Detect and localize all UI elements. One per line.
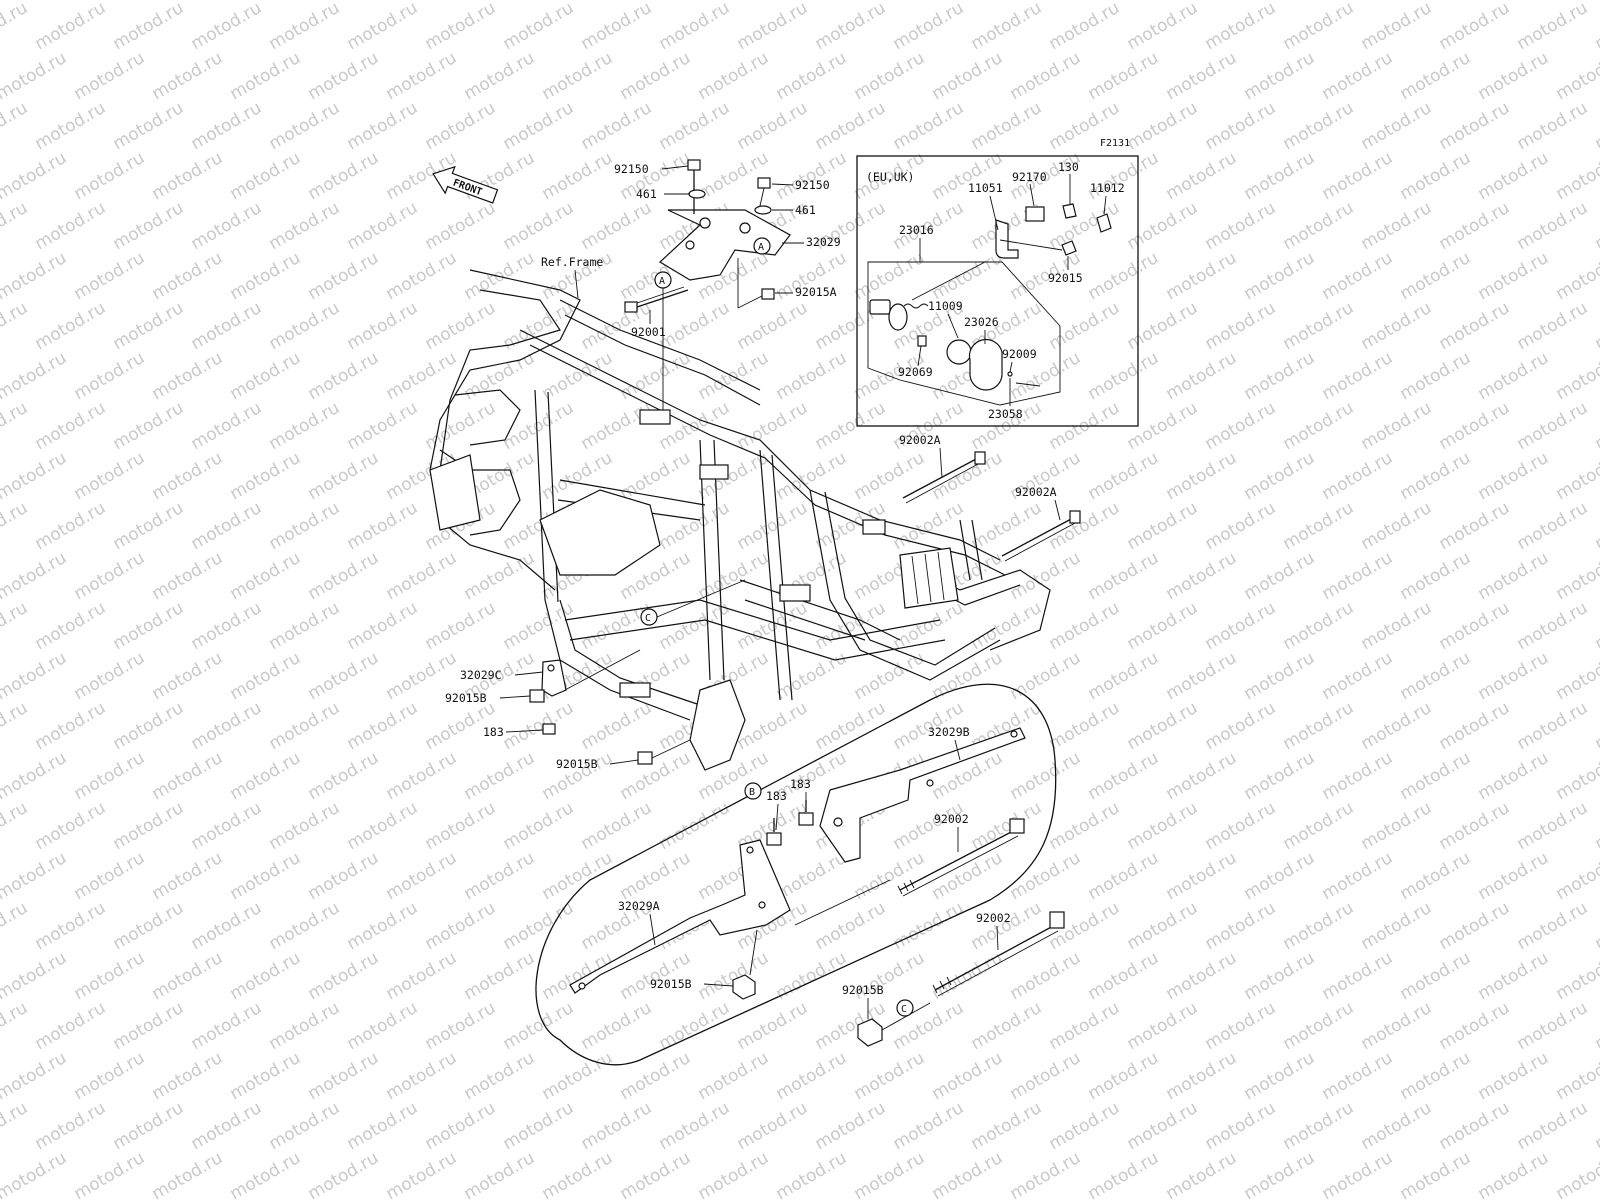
part-label-32029: 32029 bbox=[806, 235, 841, 249]
part-label-92002A-lower: 92002A bbox=[1015, 485, 1057, 499]
inset-label: (EU,UK) bbox=[866, 170, 914, 184]
lamp-assembly bbox=[869, 203, 1112, 391]
part-label-92150-top: 92150 bbox=[614, 162, 649, 176]
bolt-92002A-lower bbox=[1001, 510, 1081, 562]
part-label-23026: 23026 bbox=[964, 315, 999, 329]
part-label-32029A: 32029A bbox=[618, 899, 660, 913]
bracket-32029C bbox=[529, 649, 691, 765]
figure-code: F2131 bbox=[1100, 138, 1130, 149]
part-label-11012: 11012 bbox=[1090, 181, 1125, 195]
ref-circle-c-detail: C bbox=[896, 999, 914, 1017]
svg-text:B: B bbox=[749, 787, 755, 798]
top-bracket-group bbox=[624, 159, 791, 313]
part-label-11009: 11009 bbox=[928, 299, 963, 313]
ref-circle-b-detail: B bbox=[744, 782, 762, 800]
part-label-11051: 11051 bbox=[968, 181, 1003, 195]
part-label-23016: 23016 bbox=[899, 223, 934, 237]
part-label-92150-right: 92150 bbox=[795, 178, 830, 192]
part-label-92015B-left-lower: 92015B bbox=[556, 757, 598, 771]
ref-frame-label: Ref.Frame bbox=[541, 255, 603, 269]
part-label-32029C: 32029C bbox=[460, 668, 502, 682]
atv-frame bbox=[429, 269, 1051, 771]
part-label-130: 130 bbox=[1058, 160, 1079, 174]
svg-text:A: A bbox=[659, 276, 665, 287]
part-label-183-left: 183 bbox=[483, 725, 504, 739]
part-label-92170: 92170 bbox=[1012, 170, 1047, 184]
part-label-461-left: 461 bbox=[636, 187, 657, 201]
svg-text:C: C bbox=[901, 1004, 907, 1015]
part-label-183-right: 183 bbox=[790, 777, 811, 791]
svg-text:C: C bbox=[645, 613, 651, 624]
part-label-183-mid: 183 bbox=[766, 789, 787, 803]
part-label-92015: 92015 bbox=[1048, 271, 1083, 285]
bolt-92002A-upper bbox=[902, 451, 986, 504]
part-label-92015B-left-upper: 92015B bbox=[445, 691, 487, 705]
part-label-32029B: 32029B bbox=[928, 725, 970, 739]
part-label-92015A: 92015A bbox=[795, 285, 837, 299]
detail-oval bbox=[535, 683, 1057, 1066]
ref-circle-a-frame: A bbox=[654, 271, 672, 420]
part-label-92069: 92069 bbox=[898, 365, 933, 379]
part-label-92015B-detail: 92015B bbox=[650, 977, 692, 991]
svg-text:A: A bbox=[758, 242, 764, 253]
ref-circle-c-frame: C bbox=[640, 579, 746, 626]
ref-circle-a-top: A bbox=[753, 237, 771, 255]
part-label-23058: 23058 bbox=[988, 407, 1023, 421]
part-label-92002A-upper: 92002A bbox=[899, 433, 941, 447]
part-label-92002-upper: 92002 bbox=[934, 812, 969, 826]
front-arrow: FRONT bbox=[432, 165, 499, 204]
eu-uk-inset: (EU,UK) 11051 92170 130 11012 bbox=[856, 155, 1139, 427]
part-label-92009: 92009 bbox=[1002, 347, 1037, 361]
part-label-92015B-bottom: 92015B bbox=[842, 983, 884, 997]
part-label-92002-lower: 92002 bbox=[976, 911, 1011, 925]
part-label-461-right: 461 bbox=[795, 203, 816, 217]
part-label-92001: 92001 bbox=[631, 325, 666, 339]
bolt-92002-lower bbox=[857, 911, 1065, 1047]
